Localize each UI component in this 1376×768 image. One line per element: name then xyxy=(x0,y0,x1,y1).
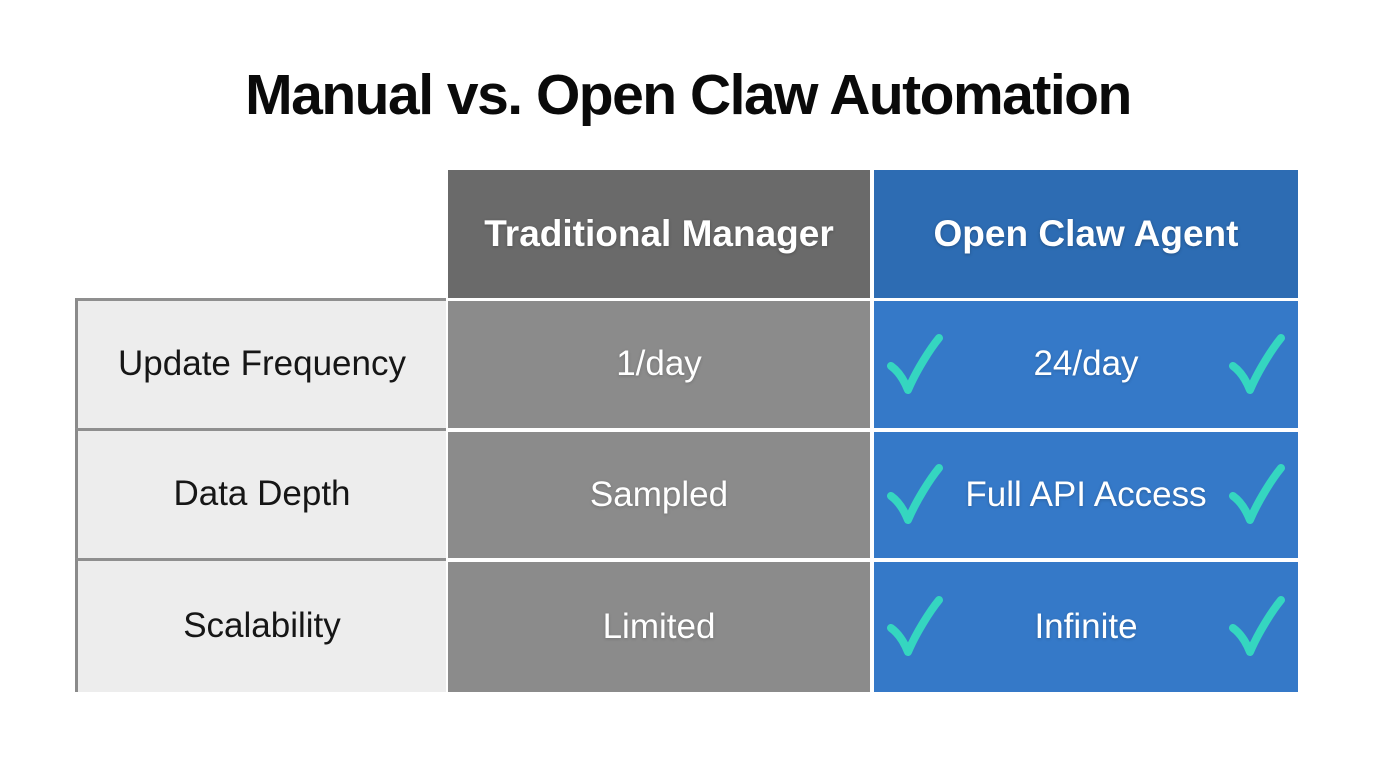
column-header-traditional-manager: Traditional Manager xyxy=(448,170,870,298)
value-openclaw-update-frequency: 24/day xyxy=(874,301,1298,428)
value-traditional-scalability: Limited xyxy=(448,562,870,692)
value-openclaw-scalability: Infinite xyxy=(874,562,1298,692)
value-openclaw-data-depth: Full API Access xyxy=(874,432,1298,558)
value-text: Full API Access xyxy=(965,474,1207,514)
check-icon xyxy=(1229,464,1285,524)
value-text: 24/day xyxy=(1033,344,1139,384)
check-icon xyxy=(887,596,943,656)
check-icon xyxy=(1229,596,1285,656)
column-header-open-claw-agent: Open Claw Agent xyxy=(874,170,1298,298)
check-icon xyxy=(887,464,943,524)
row-label-scalability: Scalability xyxy=(75,558,446,692)
value-text: Infinite xyxy=(1034,606,1138,646)
row-label-data-depth: Data Depth xyxy=(75,428,446,558)
value-traditional-update-frequency: 1/day xyxy=(448,301,870,428)
page-title: Manual vs. Open Claw Automation xyxy=(245,63,1132,127)
row-label-update-frequency: Update Frequency xyxy=(75,298,446,428)
check-icon xyxy=(1229,333,1285,394)
check-icon xyxy=(887,333,943,394)
value-traditional-data-depth: Sampled xyxy=(448,432,870,558)
